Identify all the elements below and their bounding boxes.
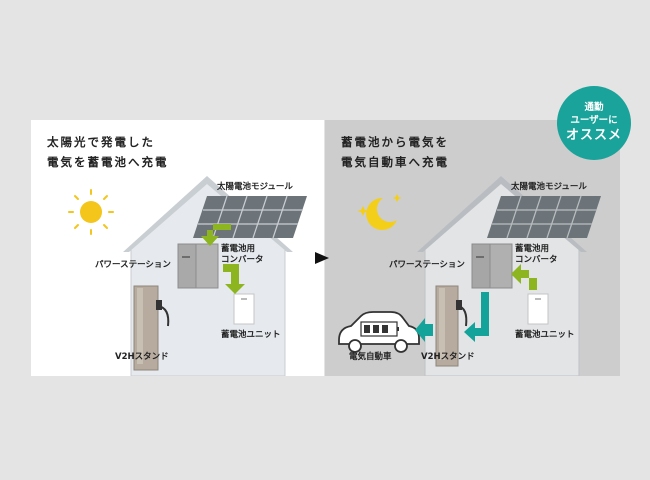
v2h-stand-icon bbox=[435, 285, 468, 367]
night-label-ev: 電気自動車 bbox=[349, 352, 392, 362]
charge-arrow-day bbox=[201, 220, 245, 294]
day-caption: 太陽光で発電した 電気を蓄電池へ充電 bbox=[47, 132, 169, 172]
day-label-v2h-stand: V2Hスタンド bbox=[115, 352, 169, 362]
day-label-solar-module: 太陽電池モジュール bbox=[217, 182, 293, 192]
converter-icon bbox=[195, 243, 219, 289]
power-station-icon bbox=[471, 243, 513, 289]
charge-arrow-night-teal bbox=[415, 292, 489, 342]
transition-arrow-icon bbox=[315, 252, 329, 264]
badge-line3: オススメ bbox=[565, 128, 622, 143]
night-label-battery-unit: 蓄電池ユニット bbox=[515, 330, 575, 340]
charge-arrow-night-green bbox=[511, 264, 537, 290]
moon-icon bbox=[357, 194, 402, 230]
night-caption: 蓄電池から電気を 電気自動車へ充電 bbox=[341, 132, 449, 172]
badge-line2: ユーザーに bbox=[570, 115, 618, 126]
night-label-solar-module: 太陽電池モジュール bbox=[511, 182, 587, 192]
day-label-battery-unit: 蓄電池ユニット bbox=[221, 330, 281, 340]
sun-icon bbox=[68, 189, 114, 235]
day-label-converter-2: コンバータ bbox=[221, 255, 264, 265]
night-label-converter-1: 蓄電池用 bbox=[515, 244, 550, 254]
day-panel: 太陽光で発電した 電気を蓄電池へ充電 bbox=[31, 120, 324, 376]
solar-module-icon bbox=[487, 195, 601, 239]
battery-unit-icon bbox=[233, 293, 255, 325]
day-label-power-station: パワーステーション bbox=[95, 260, 171, 270]
electric-car-icon bbox=[338, 311, 420, 353]
badge-line1: 通勤 bbox=[584, 102, 604, 113]
day-caption-line1: 太陽光で発電した bbox=[47, 135, 155, 149]
battery-unit-icon bbox=[527, 293, 549, 325]
night-scene bbox=[338, 176, 601, 376]
day-caption-line2: 電気を蓄電池へ充電 bbox=[47, 155, 169, 169]
day-label-converter-1: 蓄電池用 bbox=[221, 244, 256, 254]
night-panel: 蓄電池から電気を 電気自動車へ充電 bbox=[325, 120, 620, 376]
day-scene bbox=[68, 176, 307, 376]
recommend-badge: 通勤 ユーザーに オススメ bbox=[557, 86, 631, 160]
night-caption-line2: 電気自動車へ充電 bbox=[341, 155, 449, 169]
v2h-stand-icon bbox=[133, 285, 170, 371]
night-label-v2h-stand: V2Hスタンド bbox=[421, 352, 475, 362]
night-label-converter-2: コンバータ bbox=[515, 255, 558, 265]
night-caption-line1: 蓄電池から電気を bbox=[341, 135, 449, 149]
night-label-power-station: パワーステーション bbox=[389, 260, 465, 270]
